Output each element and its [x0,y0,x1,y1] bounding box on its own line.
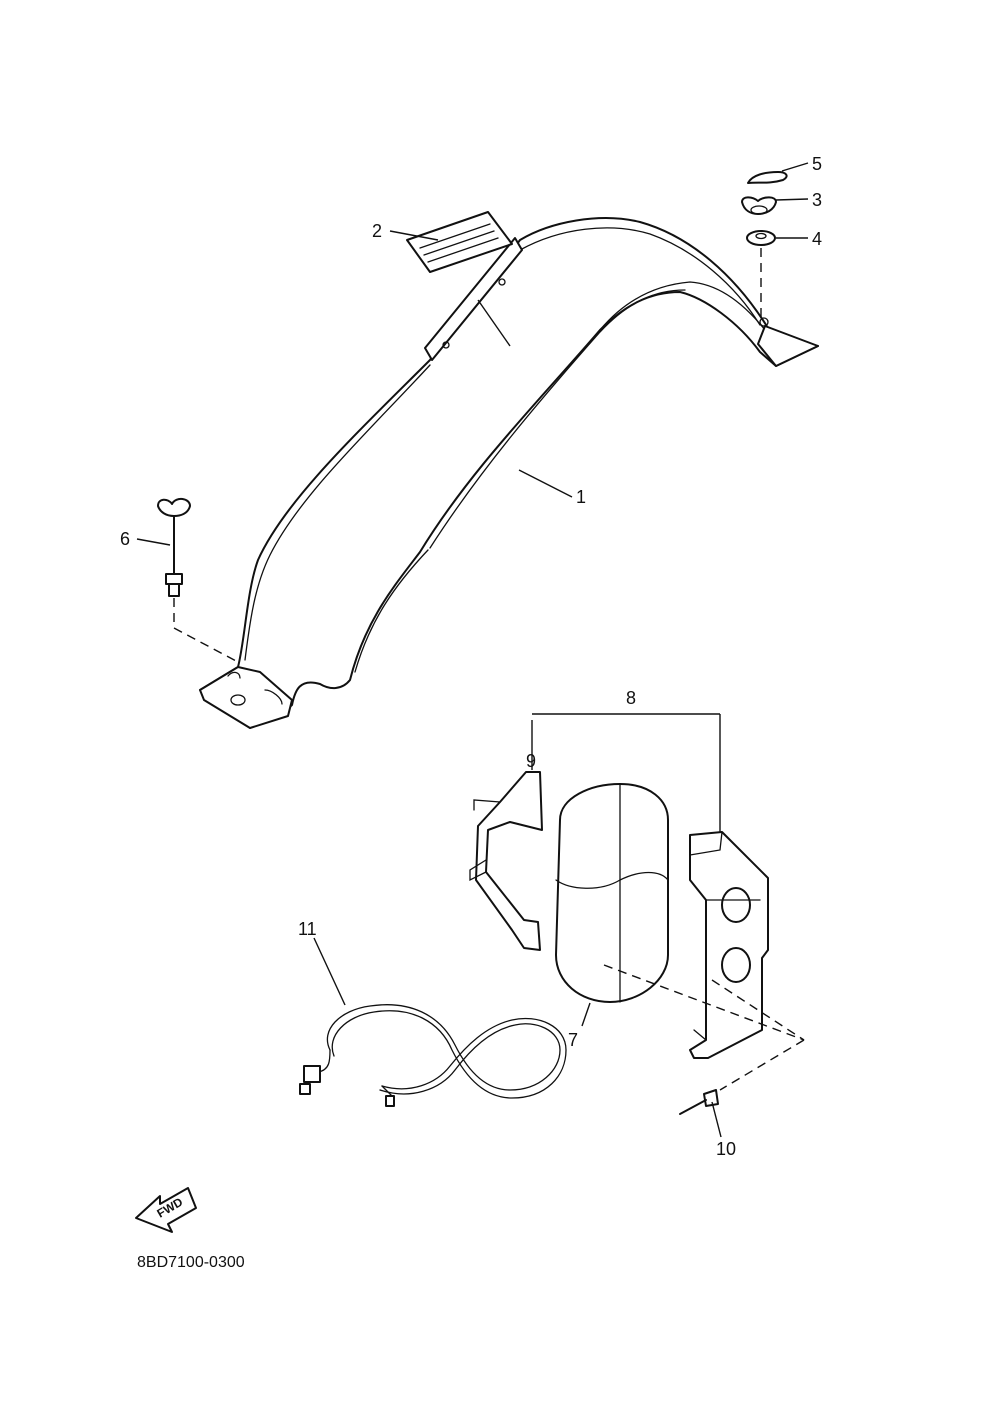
rivet-part [679,1089,719,1115]
wire-harness-part [299,1004,567,1107]
diagram-code: 8BD7100-0300 [137,1254,245,1271]
canister-part [555,783,669,1003]
bracket-part [689,831,769,1059]
leader-lines [136,162,809,1138]
callout-7: 7 [568,1030,578,1050]
forward-arrow-icon: FWD [135,1187,197,1233]
callout-9: 9 [526,751,536,771]
callout-8: 8 [626,688,636,708]
callout-2: 2 [372,221,382,241]
wing-bolt-part [157,498,239,663]
hardware-stack [741,171,788,322]
callout-5: 5 [812,154,822,174]
strap-part [469,771,543,951]
callout-3: 3 [812,190,822,210]
fender-part [199,217,819,729]
callout-10: 10 [716,1139,736,1159]
callout-6: 6 [120,529,130,549]
label-sticker-part [406,211,513,273]
callout-4: 4 [812,229,822,249]
callout-11: 11 [298,919,317,939]
callout-1: 1 [576,487,586,507]
